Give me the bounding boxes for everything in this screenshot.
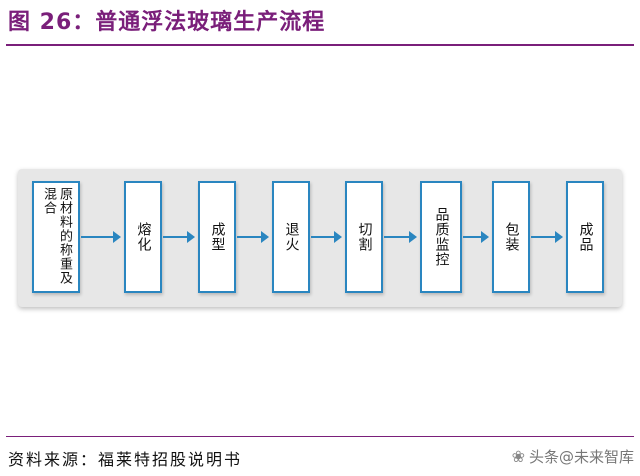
flow-arrow-6 — [463, 231, 489, 243]
flow-arrow-4 — [311, 231, 342, 243]
process-step-3: 成型 — [198, 181, 236, 293]
process-step-label: 成型 — [209, 222, 226, 252]
process-step-label: 品质监控 — [433, 207, 450, 267]
wechat-icon: ❀ — [511, 446, 525, 466]
flow-arrow-3 — [237, 231, 269, 243]
watermark: ❀ 头条@未来智库 — [498, 438, 634, 474]
title-divider — [6, 44, 634, 46]
process-step-4: 退火 — [272, 181, 310, 293]
process-step-label: 成品 — [577, 222, 594, 252]
source-note: 资料来源：福莱特招股说明书 — [8, 450, 243, 469]
process-step-label: 切割 — [356, 222, 373, 252]
process-step-5: 切割 — [345, 181, 383, 293]
flow-arrow-1 — [81, 231, 121, 243]
process-step-label: 包装 — [503, 222, 520, 252]
process-step-label: 熔化 — [135, 222, 152, 252]
flow-arrow-2 — [163, 231, 195, 243]
source-divider — [6, 436, 634, 437]
process-step-label: 退火 — [283, 222, 300, 252]
process-step-6: 品质监控 — [420, 181, 462, 293]
flow-arrow-7 — [531, 231, 563, 243]
process-step-1: 原材料的称重及混合 — [32, 181, 80, 293]
watermark-text: 头条@未来智库 — [528, 447, 634, 466]
process-step-label: 原材料的称重及混合 — [41, 187, 72, 285]
process-step-2: 熔化 — [124, 181, 162, 293]
flow-panel: 原材料的称重及混合 熔化 成型 退火 切割 品质监控 包装 成品 — [18, 169, 622, 307]
process-step-7: 包装 — [492, 181, 530, 293]
flow-arrow-5 — [384, 231, 417, 243]
figure-title: 图 26：普通浮法玻璃生产流程 — [8, 10, 326, 35]
process-step-8: 成品 — [566, 181, 604, 293]
